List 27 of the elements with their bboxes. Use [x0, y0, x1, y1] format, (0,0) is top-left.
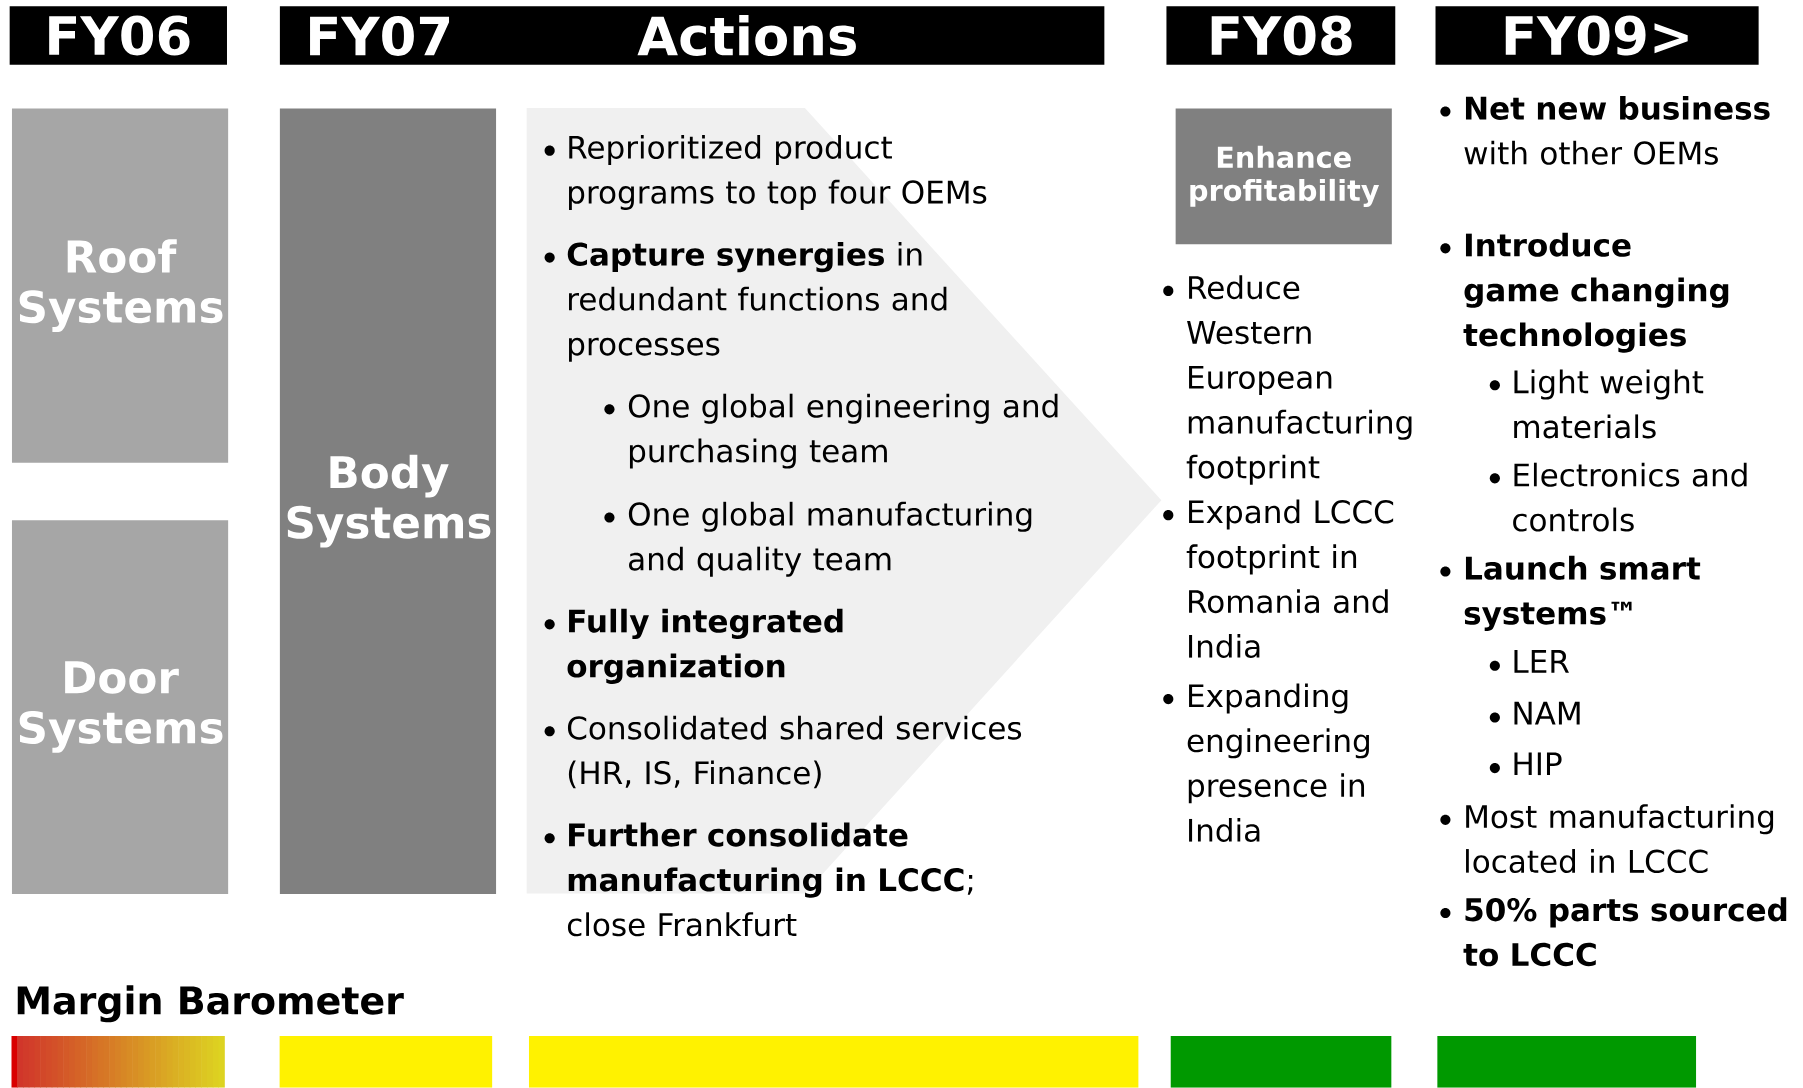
system-box: Roof Systems — [11, 108, 229, 463]
bullet-text: Reprioritized product programs to top four OEMs — [569, 135, 987, 210]
section-title: Margin Barometer — [17, 985, 404, 1023]
bullet-text: Net new business with other OEMs — [1464, 96, 1770, 165]
bullet-text: Capture synergies in redundant functions and processes — [567, 242, 947, 362]
bullet-text: One global engineering and purchasing team — [628, 393, 1058, 469]
bullet-text: LER — [1514, 650, 1569, 673]
bullet-text: Most manufacturing located in LCCC — [1466, 804, 1774, 874]
bullet-text: HIP — [1514, 752, 1562, 776]
header-bar: FY09> — [1435, 6, 1759, 65]
bullet-text: Electronics and controls — [1513, 462, 1747, 532]
header-bar: FY08 — [1166, 6, 1396, 65]
header-bar: FY06 — [9, 6, 227, 65]
bullet-text: NAM — [1514, 701, 1580, 725]
bullet-text: Fully integrated organization — [567, 608, 843, 684]
system-box: Door Systems — [11, 520, 229, 894]
system-box: Body Systems — [279, 108, 497, 894]
bullet-text: Reduce Western European manufacturing footprint — [1186, 275, 1412, 485]
bullet-text: One global manufacturing and quality team — [628, 501, 1032, 577]
bullet-text: Light weight materials — [1514, 369, 1704, 439]
bullet-text: 50% parts sourced to LCCC — [1463, 897, 1787, 967]
bullet-text: Introduce game changing technologies — [1463, 232, 1729, 353]
goal-box: Enhance profitability — [1175, 108, 1392, 245]
bullet-text: Consolidated shared services (HR, IS, Finance) — [567, 715, 1022, 789]
bullet-text: Launch smart systems™ — [1464, 555, 1701, 632]
bullet-text: Further consolidate manufacturing in LCCC; close Frankfurt — [567, 822, 973, 937]
header-bar: FY07 Actions — [279, 6, 1105, 65]
